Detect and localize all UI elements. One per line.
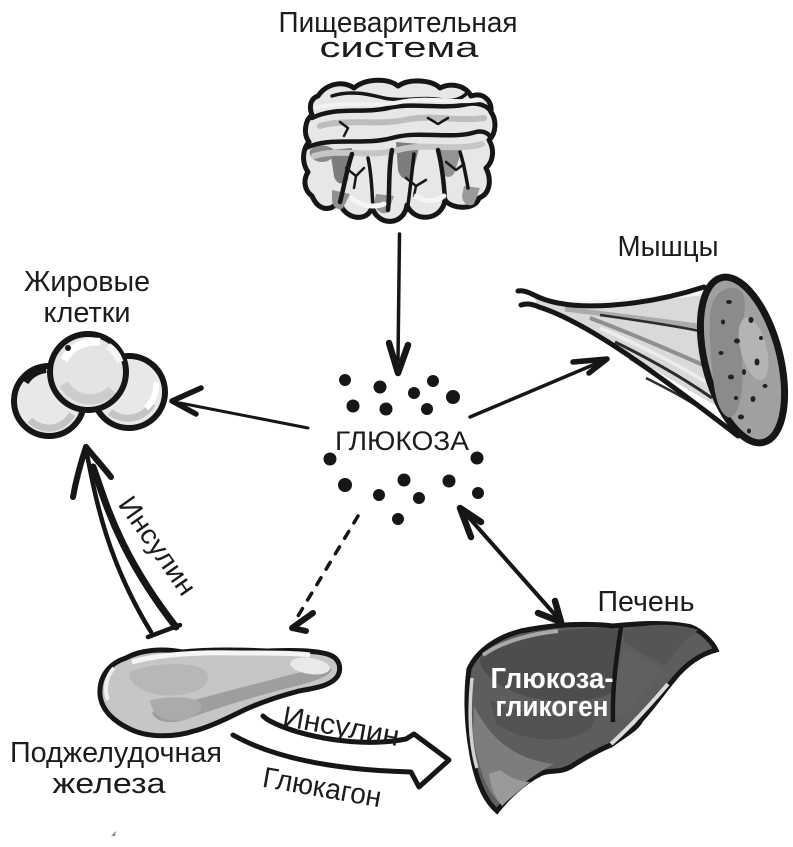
svg-text:Поджелудочная: Поджелудочная: [10, 737, 222, 769]
svg-text:Жировые: Жировые: [24, 266, 150, 298]
svg-text:клетки: клетки: [44, 297, 131, 329]
svg-text:Глюкоза-: Глюкоза-: [491, 663, 614, 695]
svg-text:ГЛЮКОЗА: ГЛЮКОЗА: [335, 426, 469, 456]
svg-text:Пищеварительная: Пищеварительная: [279, 7, 518, 39]
svg-text:Печень: Печень: [598, 586, 695, 618]
svg-text:железа: железа: [53, 768, 167, 800]
svg-text:Мышцы: Мышцы: [618, 231, 719, 263]
svg-text:гликоген: гликоген: [496, 691, 609, 723]
svg-text:система: система: [320, 32, 480, 64]
